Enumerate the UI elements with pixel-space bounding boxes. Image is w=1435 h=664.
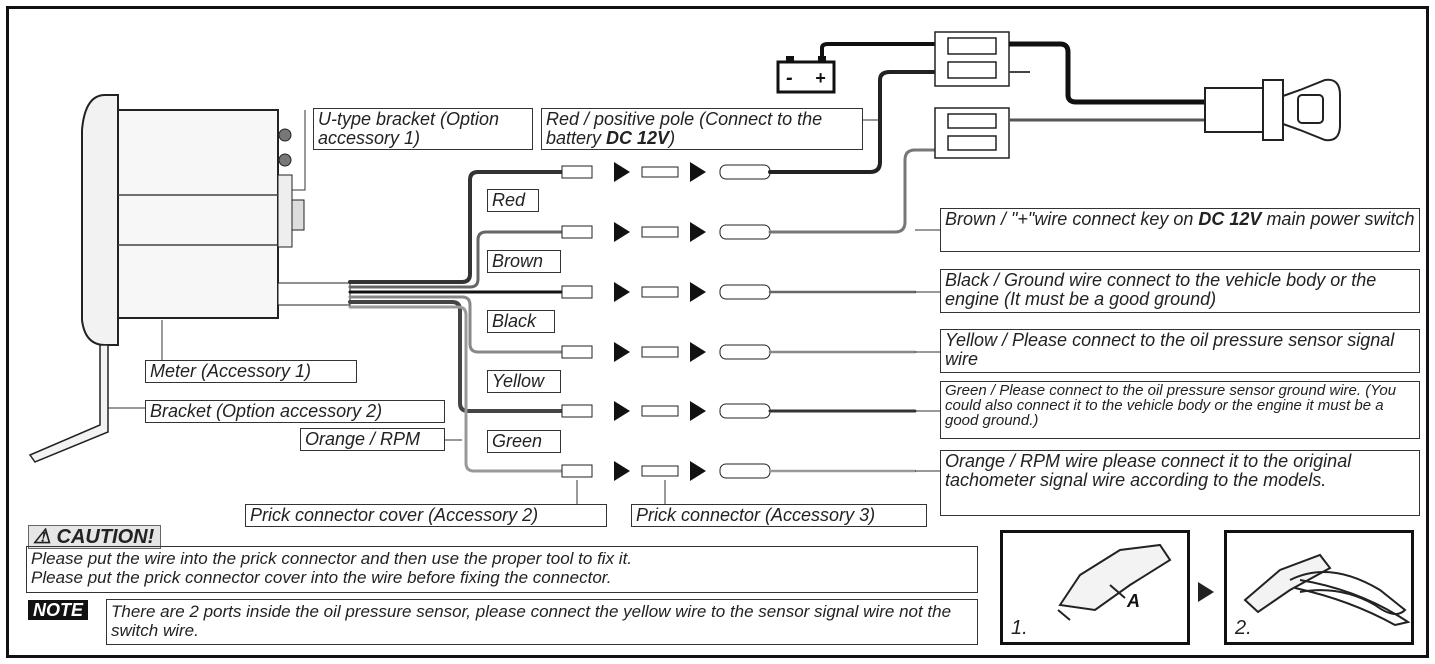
step-1-illustration xyxy=(1057,543,1172,621)
connector-row xyxy=(561,401,771,421)
desc-brown: Brown / "+"wire connect key on DC 12V ma… xyxy=(940,208,1420,252)
svg-text:-: - xyxy=(786,67,793,89)
desc-yellow: Yellow / Please connect to the oil press… xyxy=(940,329,1420,373)
desc-black: Black / Ground wire connect to the vehic… xyxy=(940,269,1420,313)
battery-drawing: - + xyxy=(776,42,935,94)
red-positive-end: ) xyxy=(669,128,676,148)
connector-rows xyxy=(561,162,771,481)
caution-line-2: Please put the prick connector cover int… xyxy=(31,568,612,587)
meter-gauge-drawing xyxy=(81,94,351,346)
wire-tag-red: Red xyxy=(487,189,539,212)
connector-row xyxy=(561,282,771,302)
step-2-panel: 2. xyxy=(1224,530,1414,645)
connector-row xyxy=(561,461,771,481)
step-1-marker: A xyxy=(1126,591,1140,611)
leader-lines xyxy=(108,110,940,505)
wire-harness xyxy=(348,170,564,473)
u-bracket-label: U-type bracket (Option accessory 1) xyxy=(313,108,533,150)
step-2-number: 2. xyxy=(1235,617,1252,639)
prick-cover-label: Prick connector cover (Accessory 2) xyxy=(245,504,607,527)
caution-title: CAUTION! xyxy=(56,526,155,548)
bracket-drawing xyxy=(28,344,109,463)
step-2-illustration xyxy=(1243,553,1411,627)
wire-tag-black: Black xyxy=(487,310,555,333)
warning-icon: ⚠ xyxy=(33,526,51,548)
meter-label: Meter (Accessory 1) xyxy=(145,360,357,383)
red-positive-bold: DC 12V xyxy=(606,128,670,148)
svg-text:+: + xyxy=(815,68,826,88)
desc-brown-end: main power switch xyxy=(1261,209,1415,229)
wire-tag-brown: Brown xyxy=(487,250,561,273)
connector-row xyxy=(561,162,771,182)
fuse-block-drawing xyxy=(934,31,1010,159)
wire-tag-green: Green xyxy=(487,430,561,453)
u-bracket-text: U-type bracket (Option accessory 1) xyxy=(318,109,500,148)
desc-green: Green / Please connect to the oil pressu… xyxy=(940,381,1420,439)
red-positive-text: Red / positive pole (Connect to the batt… xyxy=(546,109,823,148)
connector-row xyxy=(561,342,771,362)
key-switch-drawing xyxy=(1009,41,1341,142)
desc-orange: Orange / RPM wire please connect it to t… xyxy=(940,450,1420,516)
caution-box: Please put the wire into the prick conne… xyxy=(26,546,978,593)
caution-line-1: Please put the wire into the prick conne… xyxy=(31,549,633,568)
step-arrow xyxy=(1198,582,1214,602)
bracket-label: Bracket (Option accessory 2) xyxy=(145,400,445,423)
orange-rpm-label: Orange / RPM xyxy=(300,428,445,451)
desc-brown-bold: DC 12V xyxy=(1198,209,1262,229)
output-wires xyxy=(768,70,937,473)
step-1-number: 1. xyxy=(1011,617,1028,639)
desc-brown-text: Brown / "+"wire connect key on xyxy=(945,209,1199,229)
red-positive-label: Red / positive pole (Connect to the batt… xyxy=(541,108,863,150)
connector-row xyxy=(561,222,771,242)
wire-tag-yellow: Yellow xyxy=(487,370,561,393)
diagram-frame xyxy=(6,6,1429,658)
note-heading: NOTE xyxy=(28,600,89,620)
prick-connector-label: Prick connector (Accessory 3) xyxy=(631,504,927,527)
note-box: There are 2 ports inside the oil pressur… xyxy=(106,599,978,645)
caution-heading: ⚠ CAUTION! xyxy=(28,525,162,549)
step-1-panel: 1. xyxy=(1000,530,1190,645)
